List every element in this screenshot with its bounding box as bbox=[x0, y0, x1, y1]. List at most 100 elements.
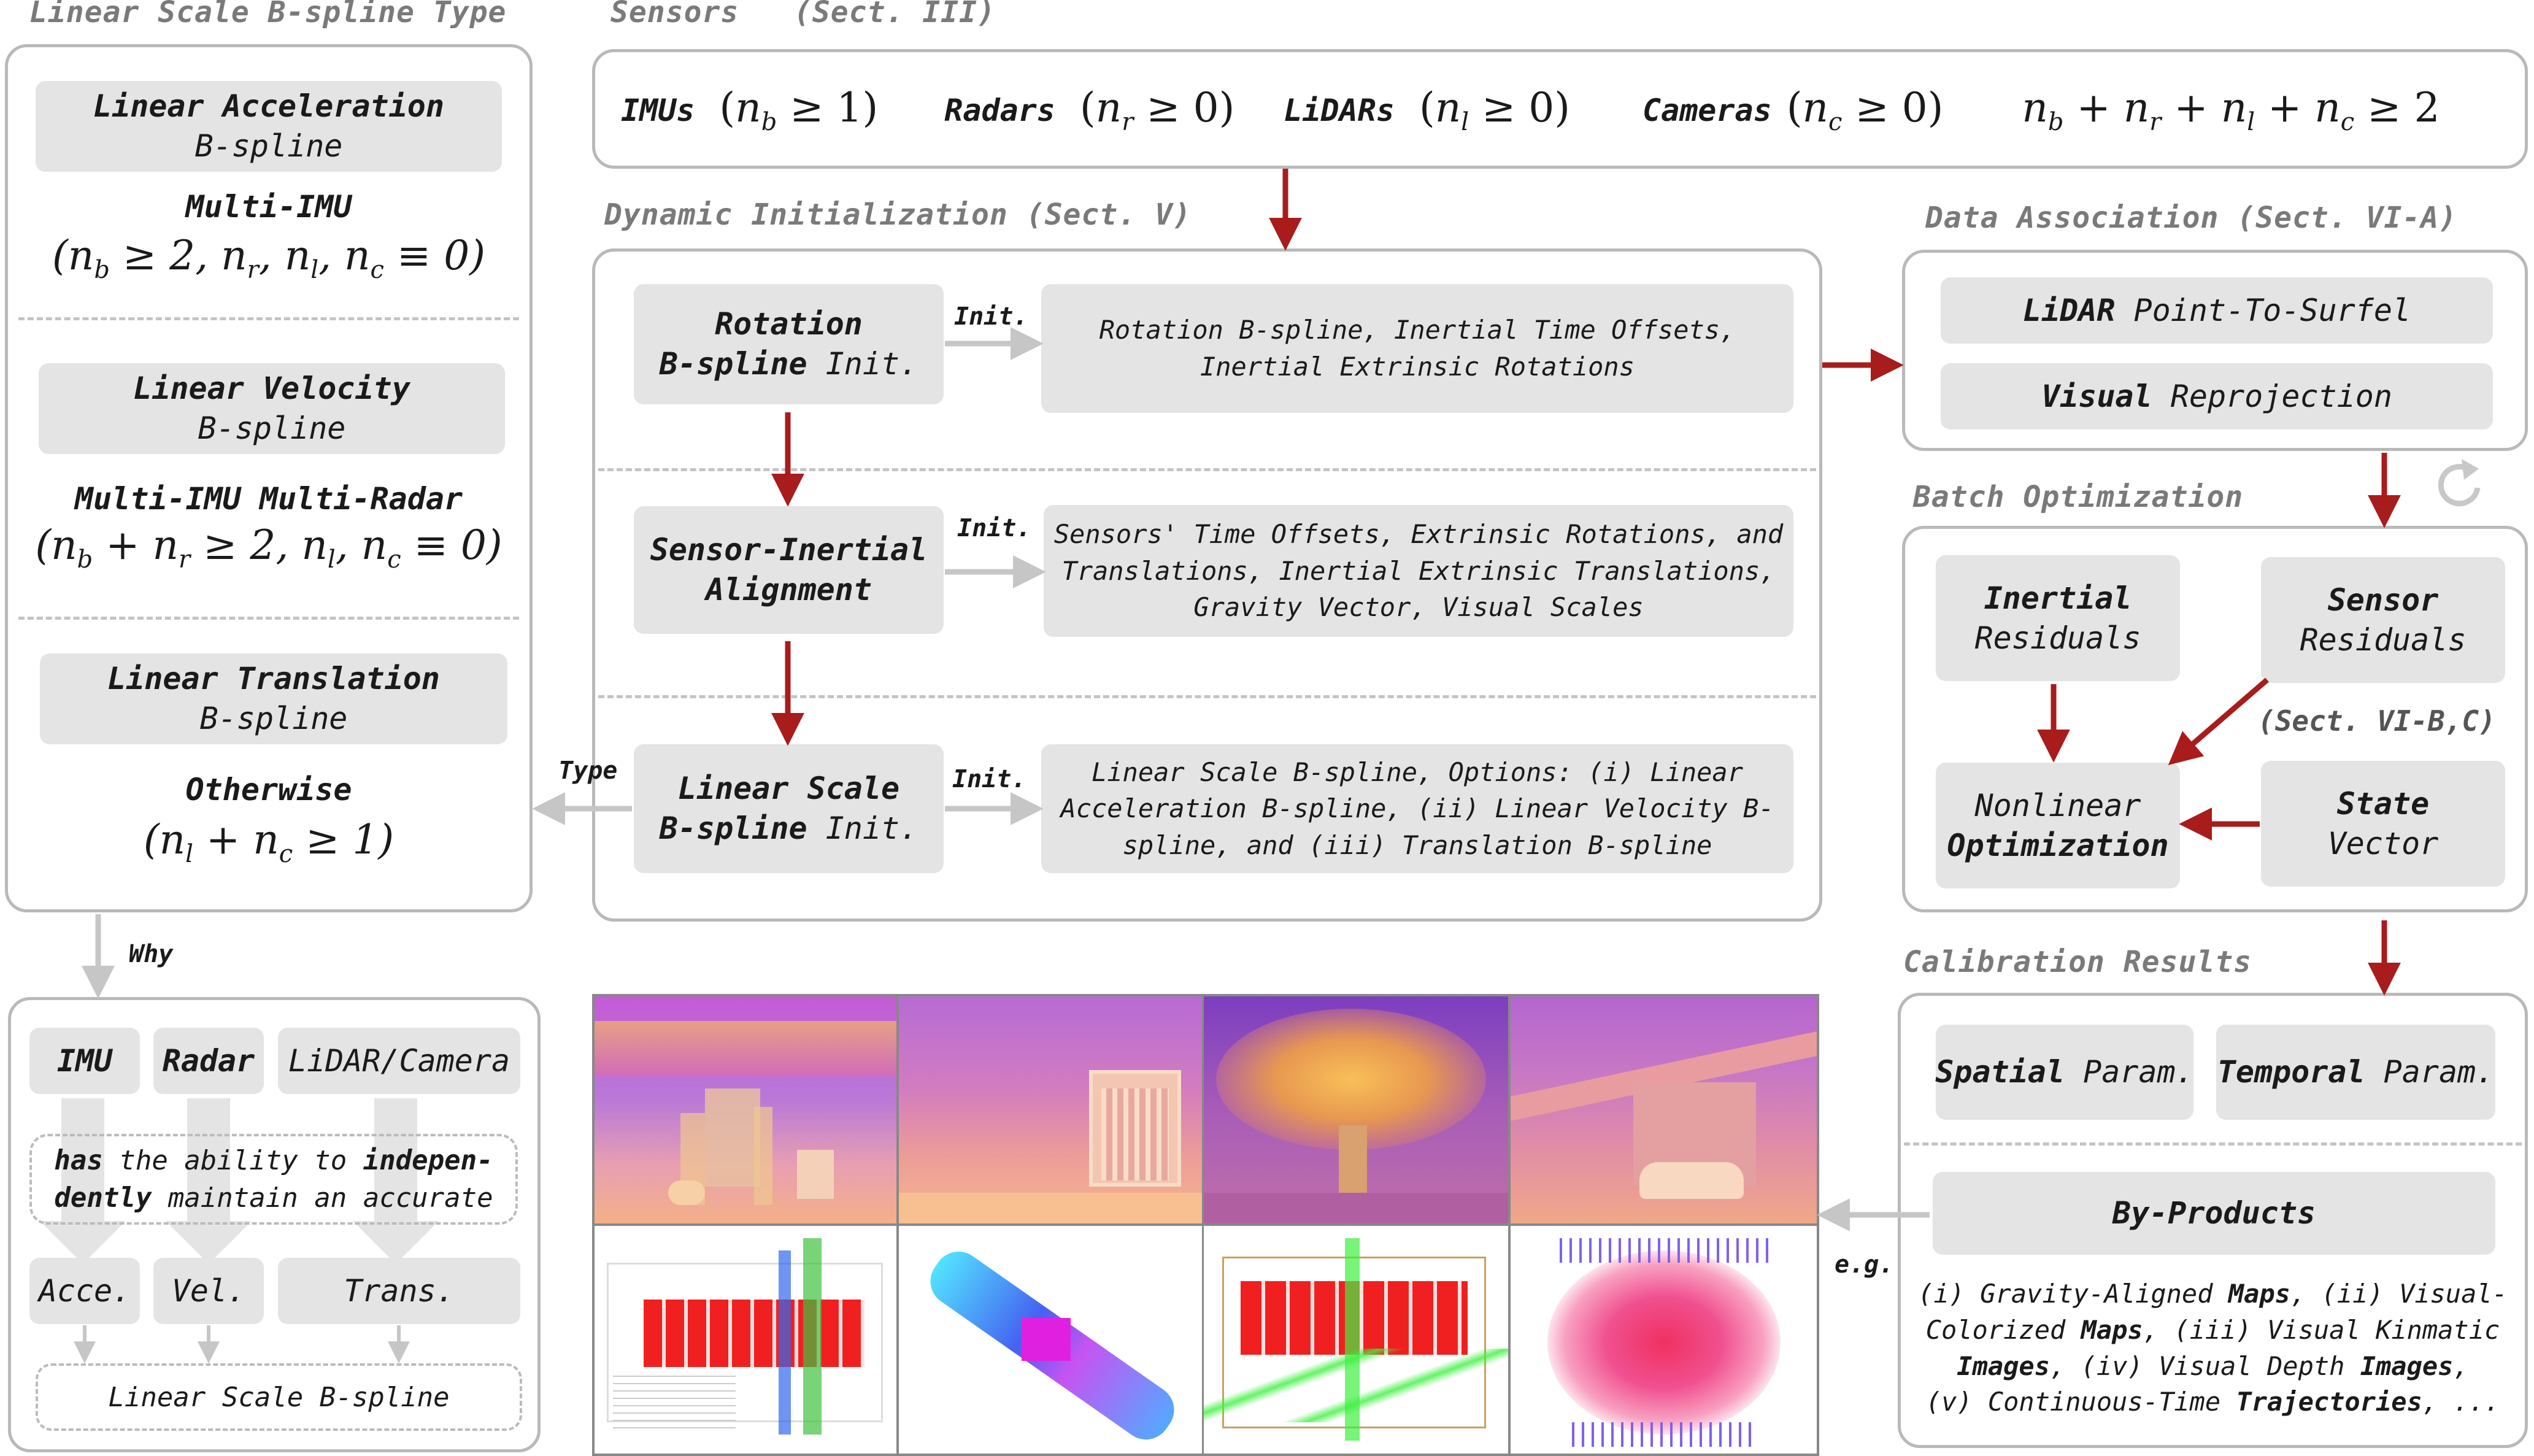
vel-bspline-box[interactable]: Linear Velocity B-spline bbox=[39, 363, 505, 454]
scale-init-box[interactable]: Linear Scale B-spline Init. bbox=[634, 744, 944, 873]
radars-label: Radars bbox=[944, 93, 1055, 128]
trans-bspline-box[interactable]: Linear Translation B-spline bbox=[40, 653, 507, 744]
byproducts-line: (i) Gravity-Aligned Maps, (ii) Visual- bbox=[1904, 1276, 2522, 1312]
alignment-desc-box: Sensors' Time Offsets, Extrinsic Rotatio… bbox=[1044, 505, 1793, 637]
imu-box[interactable]: IMU bbox=[29, 1028, 140, 1094]
byproducts-run: Maps bbox=[2081, 1314, 2143, 1345]
left-divider-2 bbox=[18, 617, 519, 620]
why-bottom-label: Linear Scale B-spline bbox=[108, 1381, 450, 1413]
calib-divider bbox=[1904, 1142, 2522, 1146]
radar-box[interactable]: Radar bbox=[153, 1028, 264, 1094]
acce-label: Acce. bbox=[38, 1273, 131, 1309]
ability-text: has the ability to indepen- dently maint… bbox=[54, 1145, 493, 1214]
scale-desc-l2: Acceleration B-spline, (ii) Linear Veloc… bbox=[1060, 793, 1774, 824]
dynamic-init-title: Dynamic Initialization (Sect. V) bbox=[604, 198, 1192, 232]
alignment-l1: Sensor-Inertial bbox=[650, 532, 928, 568]
rotation-l2b: Init. bbox=[807, 346, 918, 382]
accel-bspline-box[interactable]: Linear Acceleration B-spline bbox=[36, 81, 502, 172]
temporal-param-box[interactable]: Temporal Param. bbox=[2216, 1025, 2495, 1120]
cameras-label: Cameras bbox=[1642, 93, 1772, 128]
acce-box[interactable]: Acce. bbox=[29, 1258, 140, 1324]
sensors-panel bbox=[592, 49, 2528, 169]
spatial-param-box[interactable]: Spatial Param. bbox=[1935, 1025, 2194, 1120]
byproducts-line: (v) Continuous-Time Trajectories, ... bbox=[1904, 1384, 2522, 1420]
lidars-cond: (nl ≥ 0) bbox=[1419, 84, 1570, 137]
byproducts-run: (v) Continuous-Time bbox=[1925, 1387, 2236, 1417]
trans-case: Otherwise bbox=[185, 772, 352, 807]
scale-l2a: B-spline bbox=[659, 811, 807, 846]
scale-type-panel bbox=[5, 44, 533, 912]
sensors-row: IMUs (nb ≥ 1) Radars (nr ≥ 0) LiDARs (nl… bbox=[621, 77, 2440, 144]
state-l2: Vector bbox=[2327, 825, 2439, 861]
byproducts-run: , (iii) Visual Kinmatic bbox=[2143, 1314, 2500, 1345]
lidars-label: LiDARs bbox=[1284, 93, 1395, 128]
lidar-surfel-a: LiDAR bbox=[2022, 292, 2116, 328]
why-arrows bbox=[40, 1098, 439, 1264]
sensor-residuals-box[interactable]: Sensor Residuals bbox=[2261, 557, 2505, 683]
trans-condition: (nl + nc ≥ 1) bbox=[143, 816, 395, 869]
depth-image-4 bbox=[1511, 996, 1817, 1223]
inertial-residuals-box[interactable]: Inertial Residuals bbox=[1936, 555, 2180, 681]
vel-label: Vel. bbox=[171, 1273, 246, 1309]
why-label: Why bbox=[129, 940, 174, 968]
vel-case: Multi-IMU Multi-Radar bbox=[74, 481, 463, 517]
state-vector-box[interactable]: State Vector bbox=[2261, 761, 2505, 887]
lidarcam-box[interactable]: LiDAR/Camera bbox=[278, 1028, 520, 1094]
byproducts-run: , (iv) Visual Depth bbox=[2049, 1350, 2360, 1381]
rotation-init-box[interactable]: Rotation B-spline Init. bbox=[634, 284, 944, 404]
byproducts-line: Images, (iv) Visual Depth Images, bbox=[1904, 1349, 2522, 1385]
byproducts-run: , (ii) Visual- bbox=[2290, 1279, 2508, 1309]
accel-sub: B-spline bbox=[194, 128, 343, 164]
visual-reproj-box[interactable]: Visual Reprojection bbox=[1941, 363, 2493, 429]
trans-name: Linear Translation bbox=[107, 661, 440, 696]
inertial-l2: Residuals bbox=[1974, 620, 2141, 656]
batch-opt-title: Batch Optimization bbox=[1913, 480, 2244, 514]
dyn-divider-2 bbox=[598, 695, 1816, 698]
left-divider-1 bbox=[18, 317, 519, 320]
ability-box bbox=[29, 1134, 518, 1225]
byproducts-run: (i) Gravity-Aligned bbox=[1918, 1279, 2228, 1309]
rotation-desc-l1: Rotation B-spline, Inertial Time Offsets… bbox=[1099, 315, 1736, 345]
byproducts-run: , bbox=[2453, 1350, 2469, 1381]
byproducts-box[interactable]: By-Products bbox=[1933, 1172, 2495, 1255]
vel-box[interactable]: Vel. bbox=[153, 1258, 264, 1324]
nonlinear-opt-box[interactable]: Nonlinear Optimization bbox=[1936, 763, 2180, 888]
dyn-divider-1 bbox=[598, 468, 1816, 471]
depth-image-2 bbox=[899, 996, 1202, 1223]
lidar-surfel-b: Point-To-Surfel bbox=[2115, 292, 2411, 328]
state-l1: State bbox=[2336, 785, 2430, 822]
imu-label: IMU bbox=[56, 1042, 113, 1079]
vel-sub: B-spline bbox=[198, 410, 346, 446]
rotation-desc-l2: Inertial Extrinsic Rotations bbox=[1200, 352, 1635, 382]
byproducts-run: , ... bbox=[2422, 1387, 2500, 1417]
scale-desc-box: Linear Scale B-spline, Options: (i) Line… bbox=[1041, 744, 1793, 873]
alignment-desc-l3: Gravity Vector, Visual Scales bbox=[1193, 592, 1644, 623]
trans-label: Trans. bbox=[344, 1273, 455, 1309]
byproducts-run: Colorized bbox=[1925, 1314, 2081, 1345]
loop-icon bbox=[2438, 459, 2481, 507]
accel-condition: (nb ≥ 2, nr, nl, nc ≡ 0) bbox=[52, 232, 485, 285]
depth-image-3 bbox=[1204, 996, 1508, 1223]
eg-label: e.g. bbox=[1835, 1250, 1894, 1279]
alignment-box[interactable]: Sensor-Inertial Alignment bbox=[634, 506, 944, 634]
lidar-surfel-box[interactable]: LiDAR Point-To-Surfel bbox=[1941, 277, 2493, 344]
byproducts-label: By-Products bbox=[2112, 1195, 2316, 1231]
temporal-a: Temporal bbox=[2217, 1054, 2365, 1090]
alignment-l2: Alignment bbox=[706, 572, 872, 607]
accel-name: Linear Acceleration bbox=[93, 88, 444, 124]
map-image-4 bbox=[1511, 1226, 1817, 1454]
byproducts-line: Colorized Maps, (iii) Visual Kinmatic bbox=[1904, 1312, 2522, 1349]
calib-title: Calibration Results bbox=[1903, 945, 2252, 979]
nonlinear-l2: Optimization bbox=[1947, 827, 2169, 863]
trans-box[interactable]: Trans. bbox=[278, 1258, 520, 1324]
type-label: Type bbox=[558, 757, 618, 785]
accel-case: Multi-IMU bbox=[185, 189, 352, 225]
inertial-l1: Inertial bbox=[1984, 580, 2132, 616]
data-assoc-title: Data Association (Sect. VI-A) bbox=[1925, 201, 2458, 235]
imus-label: IMUs bbox=[621, 93, 695, 128]
byproducts-run: Images bbox=[1957, 1350, 2050, 1381]
byproducts-list: (i) Gravity-Aligned Maps, (ii) Visual-Co… bbox=[1904, 1276, 2522, 1420]
byproducts-run: Trajectories bbox=[2236, 1387, 2422, 1417]
init-label-2: Init. bbox=[957, 514, 1031, 542]
byproducts-run: Maps bbox=[2228, 1279, 2290, 1309]
